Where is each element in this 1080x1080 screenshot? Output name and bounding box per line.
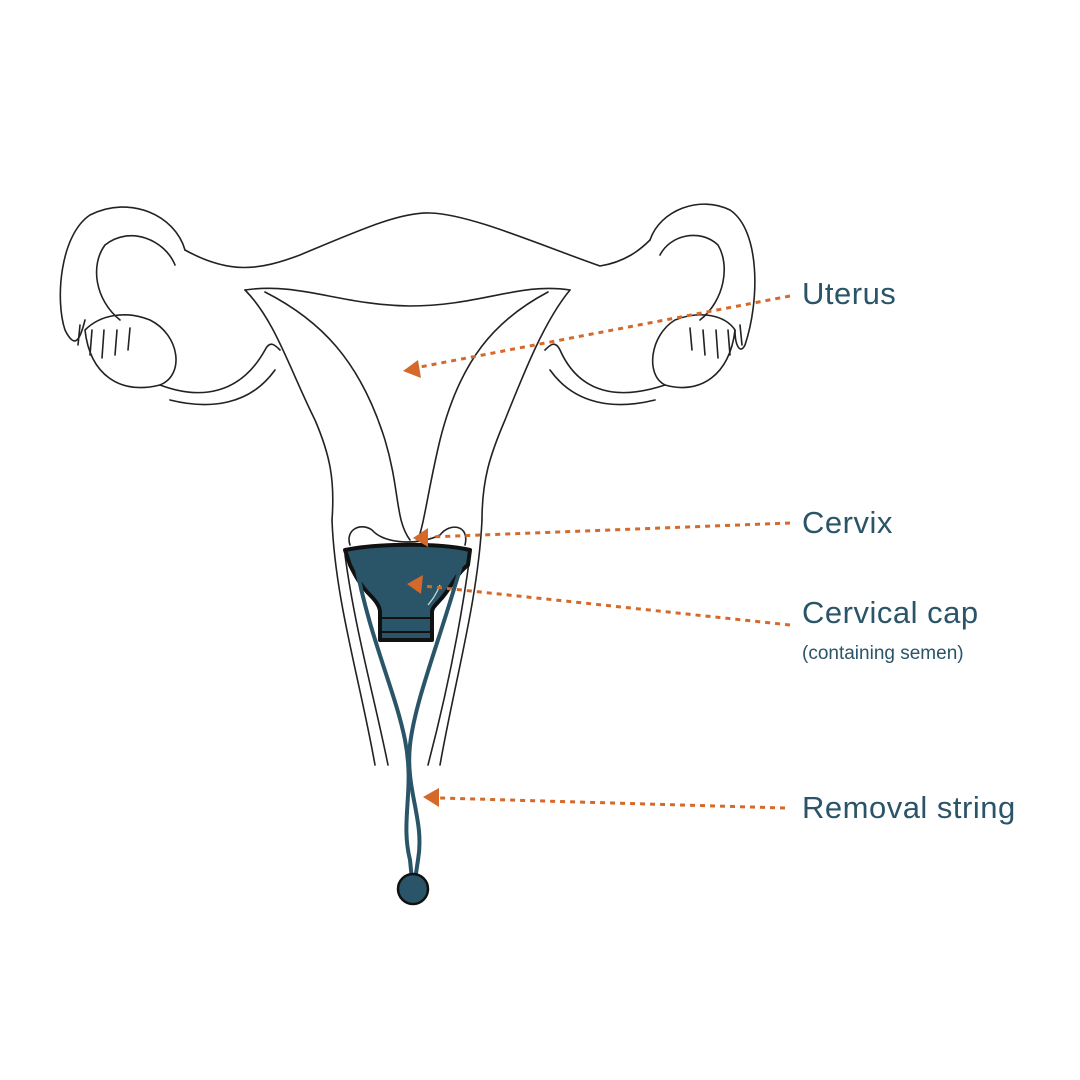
- removal-string: [353, 558, 464, 882]
- pointer-arrowheads: [403, 360, 439, 807]
- label-cervical-cap-note: (containing semen): [802, 643, 964, 664]
- pointer-lines: [419, 294, 791, 810]
- removal-string-ball: [396, 872, 430, 906]
- uterus-arrowhead: [403, 360, 421, 378]
- cervical-cap: [343, 542, 472, 642]
- label-cervical-cap: Cervical cap: [802, 595, 979, 630]
- cervix-arrowhead: [413, 528, 428, 547]
- uterus-outline: [59, 203, 756, 766]
- removal-string-arrowhead: [423, 788, 439, 807]
- removal-string-pointer-line: [439, 796, 786, 810]
- label-cervix: Cervix: [802, 505, 893, 540]
- label-uterus: Uterus: [802, 276, 897, 311]
- cervix-pointer-line: [429, 521, 791, 539]
- uterus-pointer-line: [419, 294, 791, 369]
- cervical-cap-pointer-line: [423, 584, 791, 627]
- cervical-cap-arrowhead: [407, 575, 423, 594]
- label-removal-string: Removal string: [802, 790, 1016, 825]
